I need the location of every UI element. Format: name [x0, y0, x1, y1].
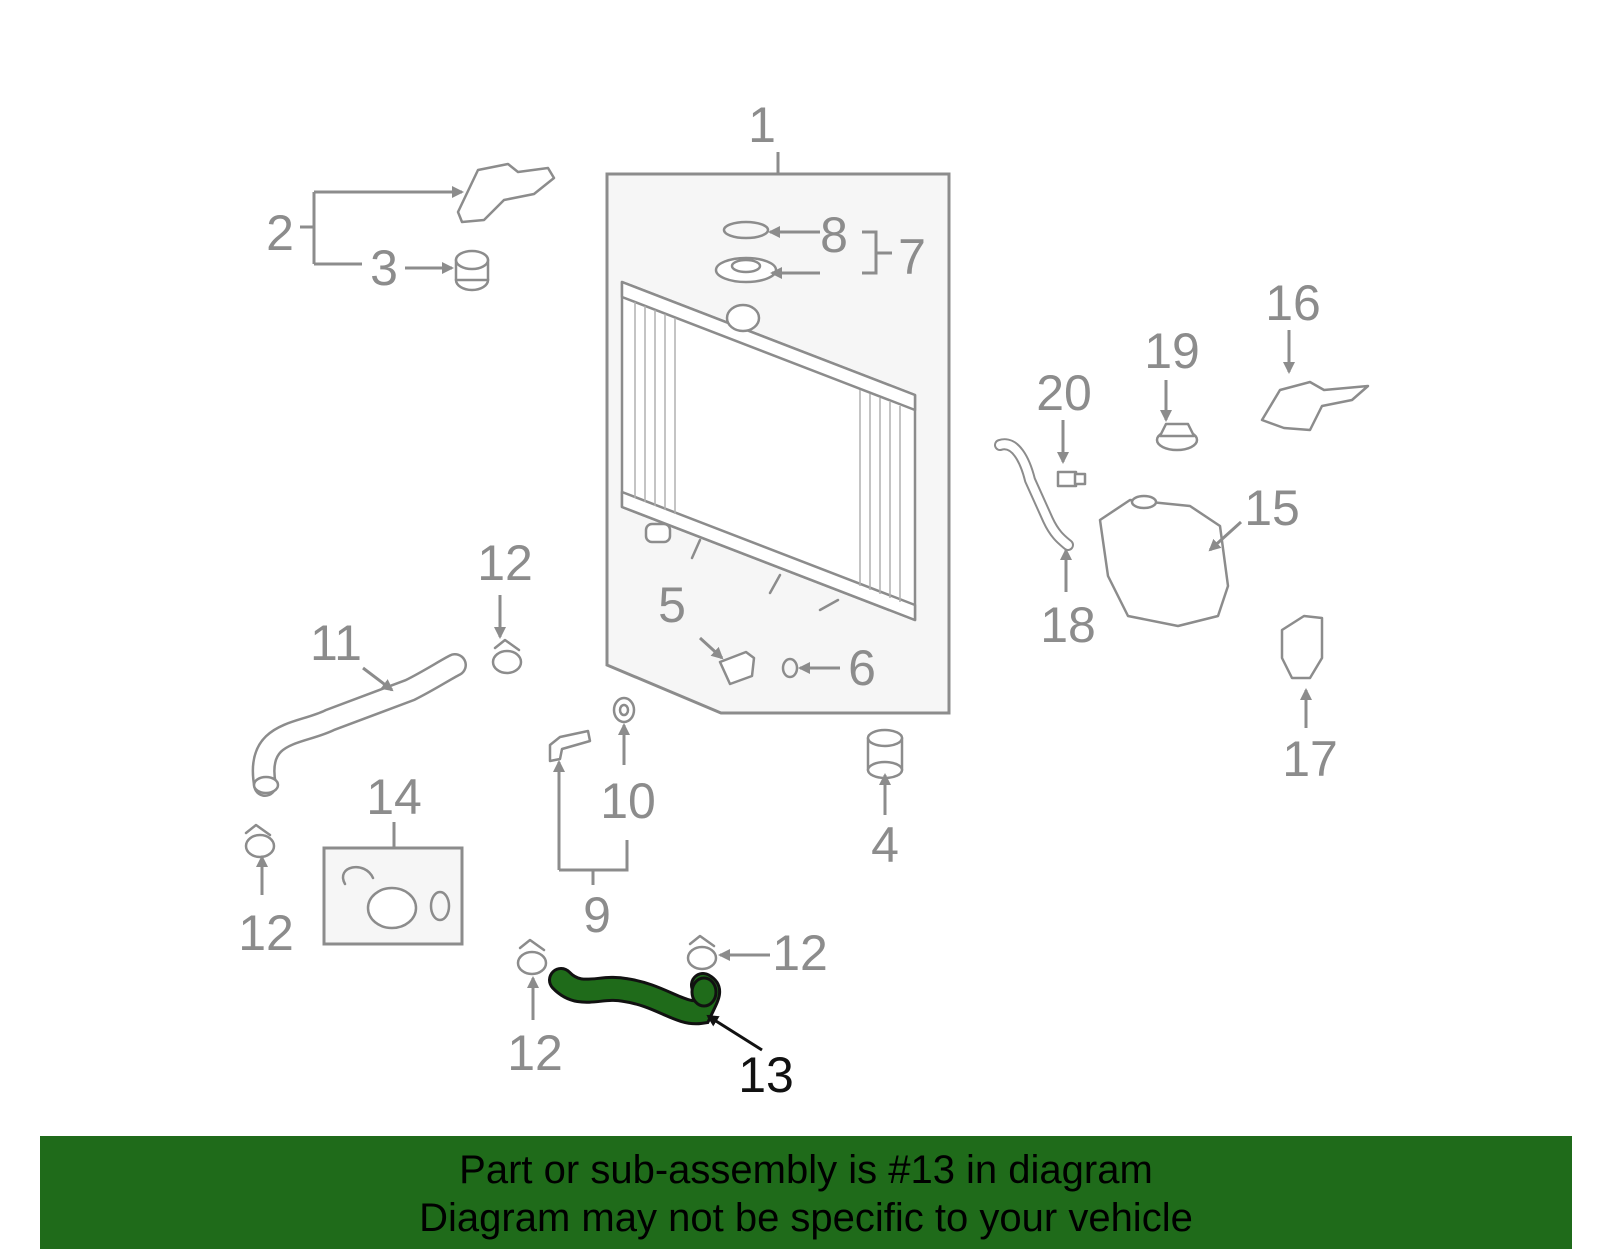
bracket-17 [1280, 614, 1324, 680]
info-banner: Part or sub-assembly is #13 in diagram D… [40, 1136, 1572, 1249]
hose-11 [251, 653, 467, 797]
reservoir-15 [1098, 494, 1230, 628]
thermostat-box-14 [322, 846, 464, 946]
banner-line-1: Part or sub-assembly is #13 in diagram [459, 1148, 1153, 1192]
bracket-2 [456, 162, 556, 224]
label-3: 3 [370, 240, 398, 296]
bracket-16 [1260, 380, 1370, 432]
cushion-3 [454, 249, 490, 292]
label-13: 13 [738, 1047, 794, 1103]
label-19: 19 [1144, 323, 1200, 379]
label-15: 15 [1244, 480, 1300, 536]
label-10: 10 [600, 773, 656, 829]
cushion-4 [866, 728, 904, 780]
hose-13-highlighted[interactable] [548, 967, 722, 1026]
bolt-20 [1056, 470, 1087, 488]
label-12-a: 12 [477, 535, 533, 591]
cap-7 [714, 256, 778, 284]
radiator-assembly [605, 152, 951, 715]
parts-diagram: 1 2 3 8 7 5 6 4 10 9 11 12 12 12 12 13 1… [238, 97, 1370, 1103]
label-16: 16 [1265, 275, 1321, 331]
label-6: 6 [848, 640, 876, 696]
bolt-9 [548, 729, 592, 763]
banner-line-2: Diagram may not be specific to your vehi… [419, 1196, 1193, 1240]
label-8: 8 [820, 207, 848, 263]
label-4: 4 [871, 817, 899, 873]
hose-18 [994, 438, 1074, 551]
clamp-12-b [244, 823, 276, 859]
label-7: 7 [898, 229, 926, 285]
oring-6 [781, 657, 799, 679]
clamp-12-c [516, 938, 548, 976]
label-1: 1 [748, 97, 776, 153]
label-11: 11 [310, 615, 362, 671]
label-12-c: 12 [507, 1025, 563, 1081]
label-12-b: 12 [238, 905, 294, 961]
part-labels: 1 2 3 8 7 5 6 4 10 9 11 12 12 12 12 13 1… [238, 97, 1338, 1103]
label-9: 9 [583, 887, 611, 943]
label-12-d: 12 [772, 925, 828, 981]
radiator-core [620, 280, 917, 622]
label-5: 5 [658, 577, 686, 633]
cap-19 [1155, 422, 1199, 452]
leader-lines [256, 192, 1312, 1052]
clamp-12-a [491, 638, 523, 675]
washer-10 [612, 696, 636, 724]
label-2: 2 [266, 205, 294, 261]
label-18: 18 [1040, 597, 1096, 653]
clamp-12-d [686, 934, 718, 971]
drain-plug-5 [718, 650, 756, 686]
label-20: 20 [1036, 365, 1092, 421]
label-17: 17 [1282, 731, 1338, 787]
label-14: 14 [366, 769, 422, 825]
